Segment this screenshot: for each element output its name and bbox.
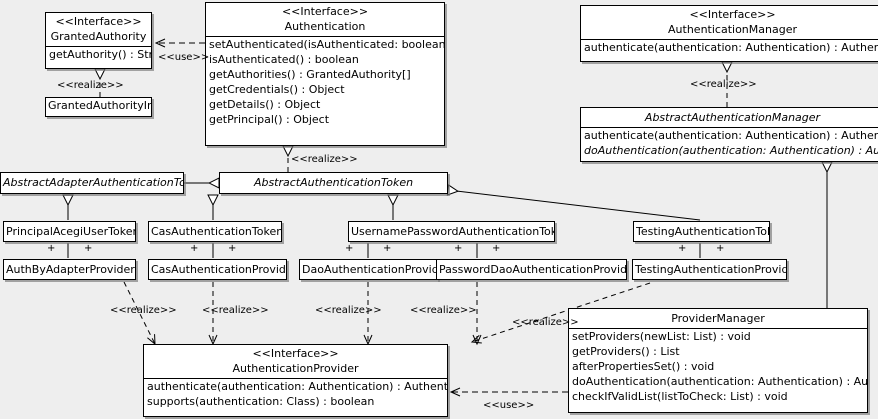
operation: isAuthenticated() : boolean — [209, 53, 359, 66]
operation: getCredentials() : Object — [209, 83, 345, 96]
class-authentication-provider[interactable]: <<Interface>> AuthenticationProvider aut… — [143, 344, 448, 417]
operation: setAuthenticated(isAuthenticated: boolea… — [209, 38, 444, 51]
class-authentication-manager[interactable]: <<Interface>> AuthenticationManager auth… — [580, 5, 878, 62]
multiplicity-marker: + — [345, 243, 354, 254]
class-auth-by-adapter-provider[interactable]: AuthByAdapterProvider — [3, 259, 136, 280]
class-name: Authentication — [284, 20, 366, 33]
multiplicity-marker: + — [492, 243, 501, 254]
class-abstract-authentication-manager[interactable]: AbstractAuthenticationManager authentica… — [580, 107, 878, 162]
multiplicity-marker: + — [228, 243, 237, 254]
class-name: TestingAuthenticationToken — [636, 225, 769, 238]
class-authentication[interactable]: <<Interface>> Authentication setAuthenti… — [205, 2, 445, 146]
class-name: AuthenticationManager — [668, 23, 797, 36]
operations-compartment: authenticate(authentication: Authenticat… — [581, 40, 878, 55]
class-cas-authentication-token[interactable]: CasAuthenticationToken — [148, 221, 282, 242]
class-header: <<Interface>> GrantedAuthority — [46, 13, 151, 47]
class-header: ProviderManager — [569, 309, 867, 329]
class-cas-authentication-provider[interactable]: CasAuthenticationProvider — [148, 259, 287, 280]
class-password-dao-authentication-provider[interactable]: PasswordDaoAuthenticationProvider — [436, 259, 627, 280]
class-granted-authority-impl[interactable]: GrantedAuthorityImpl — [45, 97, 152, 117]
operation: authenticate(authentication: Authenticat… — [584, 129, 878, 142]
relationship-label-realize-abstractauthenticationmanager: <<realize>> — [690, 79, 757, 90]
class-abstract-authentication-token[interactable]: AbstractAuthenticationToken — [219, 172, 448, 194]
operation: checkIfValidList(listToCheck: List) : vo… — [572, 390, 788, 403]
operation: getAuthorities() : GrantedAuthority[] — [209, 68, 411, 81]
operation: getAuthority() : String — [49, 48, 151, 61]
class-name: AuthenticationProvider — [232, 362, 359, 375]
relationship-label-realize-testing: <<realize>> — [512, 317, 579, 328]
relationship-label-realize-abstractauthenticationtoken: <<realize>> — [291, 154, 358, 165]
multiplicity-marker: + — [47, 243, 56, 254]
class-username-password-authentication-token[interactable]: UsernamePasswordAuthenticationToken — [348, 221, 555, 242]
class-header: <<Interface>> Authentication — [206, 3, 444, 37]
class-name: GrantedAuthorityImpl — [48, 99, 151, 112]
class-name: PasswordDaoAuthenticationProvider — [439, 263, 627, 276]
class-name: AbstractAuthenticationManager — [644, 111, 821, 124]
multiplicity-marker: + — [454, 243, 463, 254]
class-testing-authentication-token[interactable]: TestingAuthenticationToken — [633, 221, 770, 242]
class-header: <<Interface>> AuthenticationManager — [581, 6, 878, 40]
class-dao-authentication-provider[interactable]: DaoAuthenticationProvider — [299, 259, 438, 280]
relationship-label-use-authentication-grantedauthority: <<use>> — [158, 52, 210, 63]
class-name: UsernamePasswordAuthenticationToken — [351, 225, 555, 238]
class-name: TestingAuthenticationProvider — [635, 263, 787, 276]
class-header: AbstractAuthenticationManager — [581, 108, 878, 128]
class-header: <<Interface>> AuthenticationProvider — [144, 345, 447, 379]
relationship-label-use-providermanager: <<use>> — [483, 400, 535, 411]
operation: setProviders(newList: List) : void — [572, 330, 751, 343]
operations-compartment: setAuthenticated(isAuthenticated: boolea… — [206, 37, 444, 127]
class-granted-authority[interactable]: <<Interface>> GrantedAuthority getAuthor… — [45, 12, 152, 69]
relationship-label-realize-passworddao: <<realize>> — [410, 305, 477, 316]
class-abstract-adapter-authentication-token[interactable]: AbstractAdapterAuthenticationToken — [0, 172, 184, 194]
operation: afterPropertiesSet() : void — [572, 360, 715, 373]
operation: authenticate(authentication: Authenticat… — [147, 380, 447, 393]
operations-compartment: authenticate(authentication: Authenticat… — [144, 379, 447, 409]
class-name: ProviderManager — [671, 312, 765, 325]
stereotype-label: <<Interface>> — [281, 5, 369, 18]
multiplicity-marker: + — [190, 243, 199, 254]
operation: supports(authentication: Class) : boolea… — [147, 395, 375, 408]
class-name: CasAuthenticationToken — [151, 225, 282, 238]
class-name: DaoAuthenticationProvider — [302, 263, 438, 276]
relationship-label-realize-grantedauthorityimpl: <<realize>> — [57, 80, 124, 91]
relationship-label-realize-cas: <<realize>> — [202, 305, 269, 316]
operations-compartment: authenticate(authentication: Authenticat… — [581, 128, 878, 158]
multiplicity-marker: + — [84, 243, 93, 254]
operation: authenticate(authentication: Authenticat… — [584, 41, 878, 54]
operation: getDetails() : Object — [209, 98, 321, 111]
operations-compartment: setProviders(newList: List) : void getPr… — [569, 329, 867, 404]
multiplicity-marker: + — [383, 243, 392, 254]
relationship-label-realize-authbyadapter: <<realize>> — [110, 305, 177, 316]
class-name: PrincipalAcegiUserToken — [6, 225, 136, 238]
class-principal-acegi-user-token[interactable]: PrincipalAcegiUserToken — [3, 221, 136, 242]
stereotype-label: <<Interface>> — [689, 8, 776, 21]
relationship-label-realize-dao: <<realize>> — [315, 305, 382, 316]
class-name: AuthByAdapterProvider — [6, 263, 135, 276]
operation: getPrincipal() : Object — [209, 113, 330, 126]
stereotype-label: <<Interface>> — [252, 347, 339, 360]
multiplicity-marker: + — [678, 243, 687, 254]
class-testing-authentication-provider[interactable]: TestingAuthenticationProvider — [632, 259, 787, 280]
operation: doAuthentication(authentication: Authent… — [572, 375, 867, 388]
class-provider-manager[interactable]: ProviderManager setProviders(newList: Li… — [568, 308, 868, 413]
class-name: AbstractAdapterAuthenticationToken — [3, 176, 183, 189]
stereotype-label: <<Interface>> — [55, 15, 142, 28]
operation: doAuthentication(authentication: Authent… — [584, 144, 878, 157]
operation: getProviders() : List — [572, 345, 680, 358]
class-name: CasAuthenticationProvider — [151, 263, 287, 276]
multiplicity-marker: + — [716, 243, 725, 254]
class-name: AbstractAuthenticationToken — [253, 176, 414, 189]
class-name: GrantedAuthority — [50, 30, 147, 43]
operations-compartment: getAuthority() : String — [46, 47, 151, 62]
